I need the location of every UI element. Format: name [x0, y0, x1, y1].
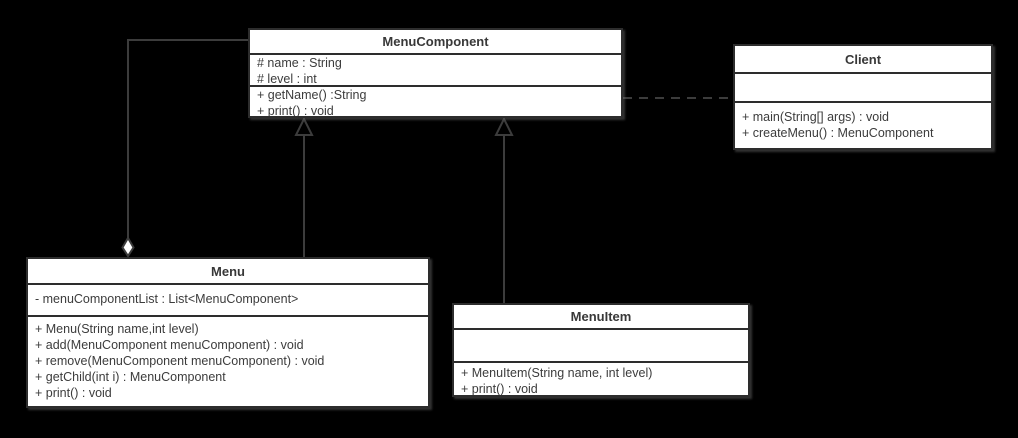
- attributes-section: - menuComponentList : List<MenuComponent…: [28, 283, 428, 315]
- method-line: + getChild(int i) : MenuComponent: [35, 370, 226, 384]
- methods-section: + main(String[] args) : void + createMen…: [735, 101, 991, 148]
- class-box-menuitem: MenuItem + MenuItem(String name, int lev…: [452, 303, 750, 397]
- methods-section: + getName() :String + print() : void: [250, 85, 621, 116]
- class-box-menucomponent: MenuComponent # name : String # level : …: [248, 28, 623, 118]
- method-line: + main(String[] args) : void: [742, 110, 889, 124]
- generalization-arrowhead-icon: [494, 116, 514, 136]
- attribute-line: - menuComponentList : List<MenuComponent…: [35, 292, 299, 307]
- aggregation-diamond-icon: [121, 236, 135, 258]
- methods-section: + MenuItem(String name, int level) + pri…: [454, 361, 748, 395]
- class-title-client: Client: [844, 51, 882, 67]
- attribute-line: # level : int: [257, 71, 317, 86]
- method-line: + Menu(String name,int level): [35, 322, 199, 336]
- method-line: + getName() :String: [257, 88, 367, 102]
- method-line: + MenuItem(String name, int level): [461, 366, 653, 380]
- method-line: + print() : void: [257, 103, 334, 117]
- class-title-menu: Menu: [211, 263, 245, 279]
- attributes-section: # name : String # level : int: [250, 53, 621, 85]
- attributes-section-empty: [454, 328, 748, 361]
- method-line: + createMenu() : MenuComponent: [742, 126, 934, 140]
- method-line: + print() : void: [461, 381, 538, 396]
- class-title-menuitem: MenuItem: [570, 309, 632, 324]
- class-box-menu: Menu - menuComponentList : List<MenuComp…: [26, 257, 430, 408]
- aggregation-line: [127, 39, 248, 238]
- class-title-menucomponent: MenuComponent: [382, 34, 489, 49]
- class-box-client: Client + main(String[] args) : void + cr…: [733, 44, 993, 150]
- method-line: + remove(MenuComponent menuComponent) : …: [35, 354, 325, 368]
- method-line: + print() : void: [35, 386, 112, 400]
- methods-section: + Menu(String name,int level) + add(Menu…: [28, 315, 428, 406]
- method-line: + add(MenuComponent menuComponent) : voi…: [35, 338, 304, 352]
- generalization-arrowhead-icon: [294, 116, 314, 136]
- attribute-line: # name : String: [257, 56, 342, 70]
- attributes-section-empty: [735, 72, 991, 101]
